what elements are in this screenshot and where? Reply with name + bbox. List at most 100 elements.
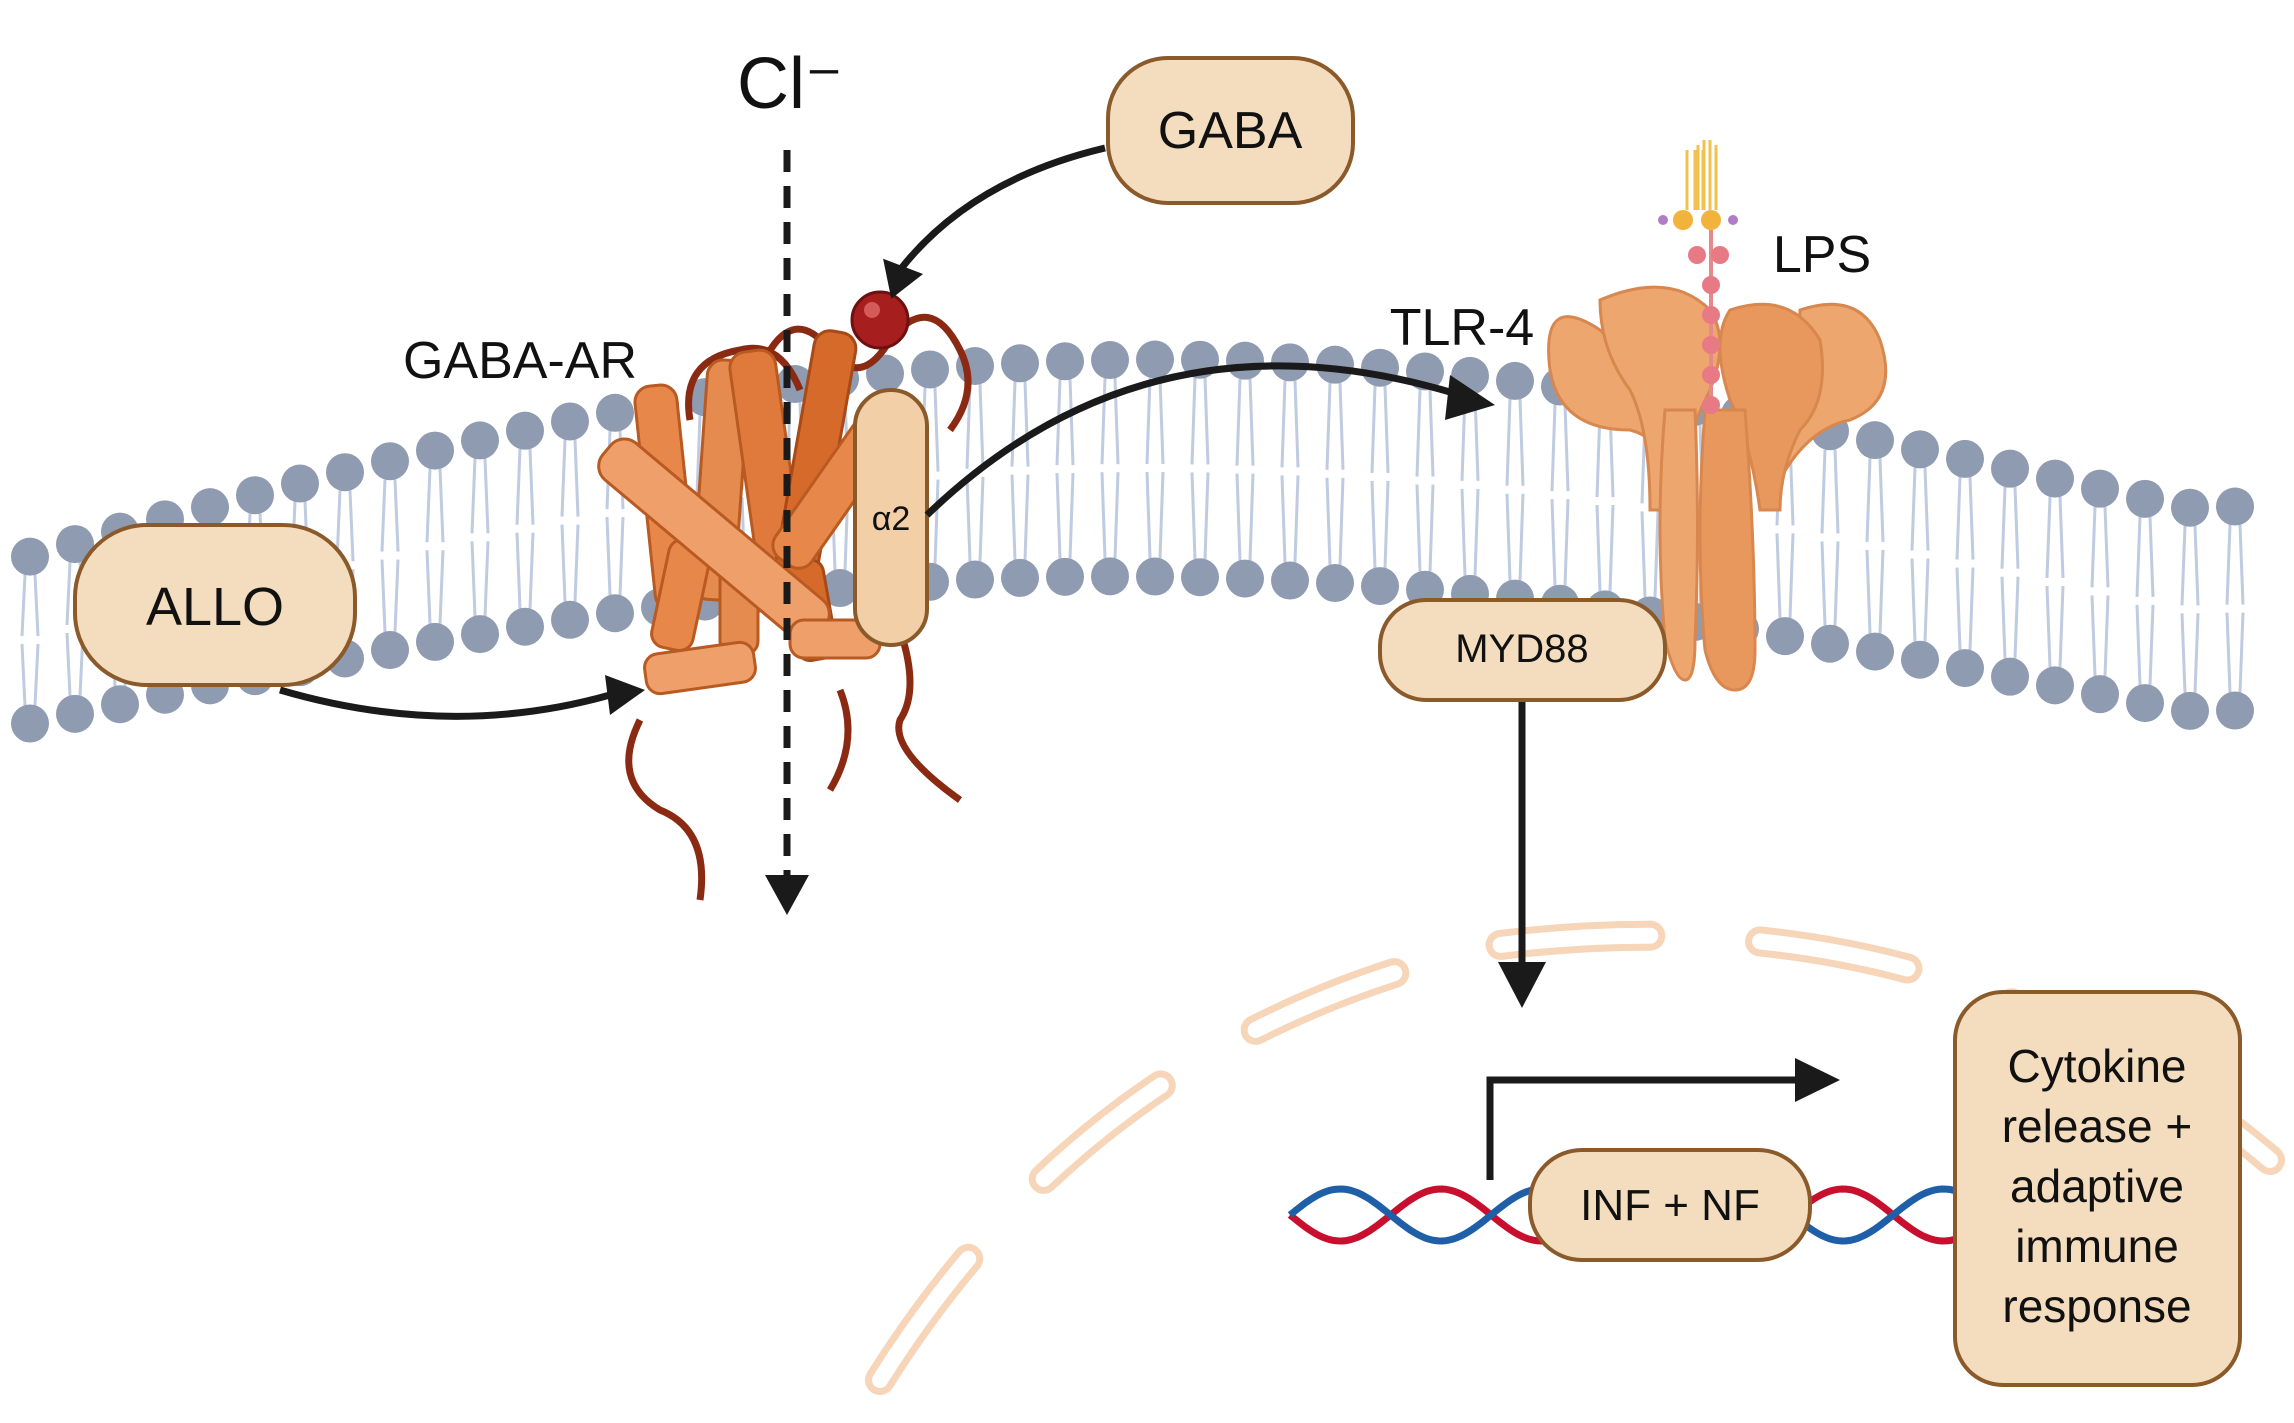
lipid-head <box>2216 691 2254 730</box>
lipid-tail <box>528 448 535 525</box>
lipid-head <box>11 704 49 743</box>
lipid-head <box>2081 469 2119 508</box>
myd88-box-label: MYD88 <box>1455 627 1588 671</box>
lipid-head <box>1001 558 1039 597</box>
lipid-head <box>1856 421 1894 460</box>
cytokine-line-2: release + <box>2002 1100 2193 1152</box>
lipid-head <box>1496 361 1534 400</box>
lipid-head <box>1856 632 1894 671</box>
lipid-tail <box>1595 504 1602 592</box>
lipid-head <box>2036 666 2074 705</box>
lipid-head <box>596 393 634 432</box>
lipid-tail <box>1068 379 1075 466</box>
lipid-head <box>1136 557 1174 596</box>
lipid-head <box>1991 657 2029 696</box>
lipid-head <box>11 537 49 576</box>
lipid-head <box>371 631 409 670</box>
lipid-tail <box>1640 511 1647 598</box>
lipid-tail <box>2013 486 2020 569</box>
lipid-tail <box>2238 612 2245 693</box>
inf-nf-box: INF + NF <box>1528 1148 1812 1262</box>
lipid-head <box>2216 487 2254 526</box>
lipid-tail <box>1338 477 1345 566</box>
lipid-tail <box>933 387 940 472</box>
lipid-tail <box>515 448 522 525</box>
lipid-tail <box>1203 377 1210 465</box>
lipid-tail <box>2238 524 2245 605</box>
lipid-tail <box>1910 467 1917 551</box>
lipid-tail <box>1415 484 1422 572</box>
lipid-tail <box>1865 549 1872 634</box>
lipid-tail <box>1775 533 1782 619</box>
lipid-heads-outer <box>11 340 2254 576</box>
lipid-head <box>1316 345 1354 384</box>
lipid-tail <box>1158 471 1165 559</box>
lipid-head <box>326 453 364 492</box>
allo-to-receptor-arrow <box>279 686 611 720</box>
allo-box-label: ALLO <box>146 577 284 637</box>
cytokine-line-3: adaptive <box>2010 1160 2184 1212</box>
lipid-tail <box>20 574 27 637</box>
gaba-binding-arrow <box>897 144 1106 273</box>
lipid-tail <box>438 550 445 624</box>
lipid-tail <box>1608 504 1615 592</box>
lipid-head <box>1271 343 1309 382</box>
lipid-tail <box>1505 493 1512 581</box>
lipid-head <box>416 431 454 470</box>
lps-molecule <box>1658 140 1738 414</box>
lipid-tail <box>438 468 445 543</box>
cytokine-line-1: Cytokine <box>2008 1040 2187 1092</box>
cytokine-line-5: response <box>2002 1280 2191 1332</box>
lipid-tail <box>978 476 985 562</box>
lipid-head <box>1136 340 1174 379</box>
alpha2-to-tlr4-arrowhead <box>1445 375 1495 420</box>
lipid-tail <box>1325 477 1332 566</box>
lipid-tail <box>2058 496 2065 579</box>
lipid-tail <box>393 559 400 633</box>
lipid-tail <box>1248 378 1255 466</box>
lipid-head <box>821 569 859 608</box>
lipid-tail <box>1145 377 1152 465</box>
myd88-box: MYD88 <box>1378 598 1667 702</box>
lipid-tail <box>348 490 355 562</box>
lipid-tail <box>425 468 432 543</box>
lipid-tail <box>2180 525 2187 606</box>
myd88-to-nucleus-arrowhead <box>1498 962 1546 1008</box>
lipid-head <box>1946 439 1984 478</box>
lipid-tail <box>1518 398 1525 486</box>
lipid-head <box>506 607 544 646</box>
lipid-head <box>1991 449 2029 488</box>
lipid-tail <box>2135 604 2142 686</box>
transcription-arrow <box>1486 1076 1800 1180</box>
lipid-head <box>191 488 229 527</box>
lipid-tail <box>65 562 72 626</box>
lipid-tail <box>1820 541 1827 626</box>
lipid-tail <box>33 644 40 706</box>
lipid-tail <box>1428 484 1435 572</box>
lipid-head <box>506 411 544 450</box>
inf-nf-box-label: INF + NF <box>1580 1181 1760 1230</box>
lipid-tail <box>2193 613 2200 693</box>
lipid-tail <box>695 415 702 496</box>
lipid-tail <box>2148 516 2155 598</box>
lipid-tail <box>2135 516 2142 598</box>
lipid-tail <box>1878 549 1885 634</box>
cytokine-box: Cytokine release + adaptive immune respo… <box>1953 990 2242 1387</box>
lipid-tail <box>1955 476 1962 560</box>
lipid-head <box>1091 341 1129 380</box>
lipid-tail <box>1100 472 1107 559</box>
lipid-tail <box>560 524 567 602</box>
gaba-box: GABA <box>1106 56 1355 205</box>
lipid-tail <box>560 439 567 517</box>
lipid-tail <box>380 559 387 633</box>
lipid-tail <box>380 479 387 552</box>
lipid-head <box>551 402 589 441</box>
lipid-tail <box>1473 488 1480 576</box>
lps-label: LPS <box>1773 226 1871 284</box>
lipid-head <box>1901 430 1939 469</box>
chloride-flux-arrowhead <box>765 875 809 915</box>
lipid-tail <box>2225 612 2232 693</box>
lipid-tail <box>1235 473 1242 561</box>
lipid-tail <box>470 541 477 617</box>
